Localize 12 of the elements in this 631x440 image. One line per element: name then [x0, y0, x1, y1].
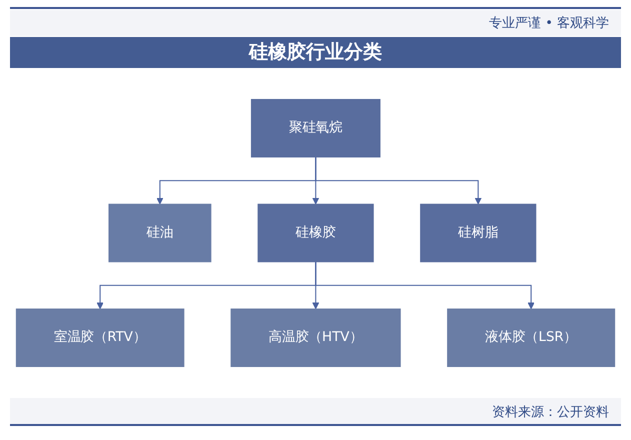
category-box: 聚硅氧烷: [250, 98, 380, 158]
category-box: 高温胶（HTV）: [230, 308, 401, 368]
slogan-text: 专业严谨 • 客观科学: [489, 15, 609, 32]
category-box: 室温胶（RTV）: [16, 308, 184, 368]
category-box: 硅树脂: [420, 204, 536, 262]
title-banner: 硅橡胶行业分类: [10, 37, 621, 68]
arrow: [315, 262, 535, 310]
category-box: 硅橡胶: [258, 204, 374, 262]
arrow: [315, 157, 482, 204]
category-box: 硅油: [108, 204, 212, 262]
source-note: 资料来源：公开资料: [492, 404, 609, 421]
category-box: 液体胶（LSR）: [447, 308, 616, 368]
